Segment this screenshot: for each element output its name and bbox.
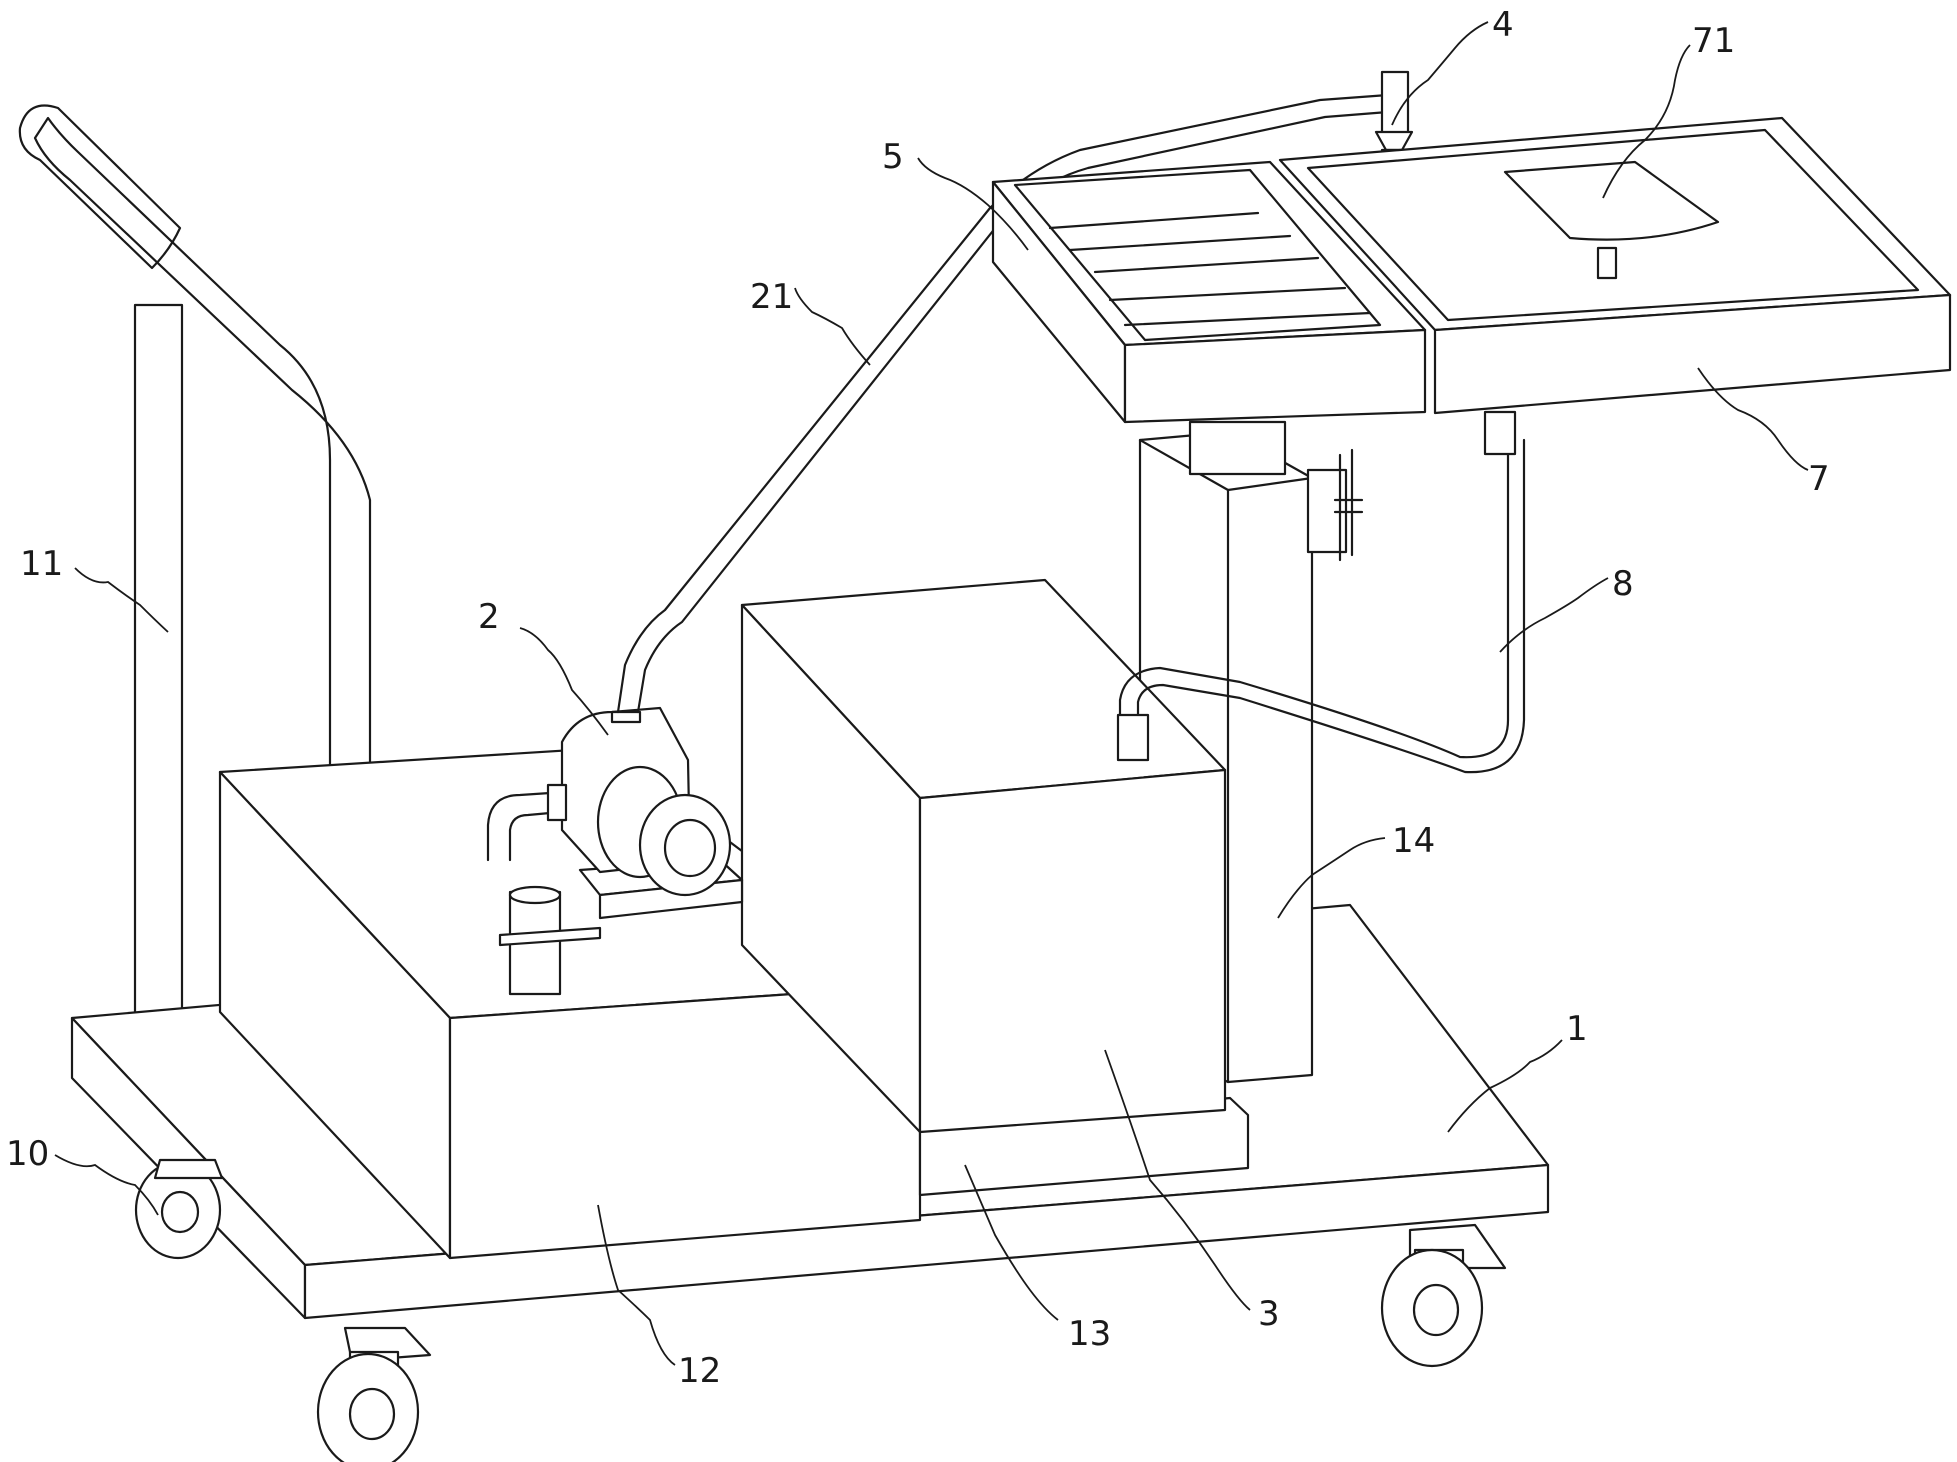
label-8-text: 8 [1612,564,1634,604]
label-11: 11 [20,544,169,633]
caster-front-right [316,1326,432,1462]
label-12: 12 [597,1204,721,1391]
label-71: 71 [1602,21,1735,199]
label-10: 10 [6,1134,159,1216]
label-2: 2 [478,597,609,736]
return-pipe [1116,410,1526,774]
label-12-text: 12 [678,1351,721,1391]
label-5: 5 [882,137,1029,251]
tray [1278,116,1952,415]
label-4-text: 4 [1492,5,1514,45]
label-7: 7 [1697,367,1830,499]
label-2-text: 2 [478,597,500,637]
label-3: 3 [1104,1049,1280,1334]
label-10-text: 10 [6,1134,49,1174]
caster-back-right [1380,1223,1507,1368]
label-7-text: 7 [1808,459,1830,499]
label-21-text: 21 [750,277,793,317]
label-11-text: 11 [20,544,63,584]
label-13-text: 13 [1068,1314,1111,1354]
label-71-text: 71 [1692,21,1735,61]
label-5-text: 5 [882,137,904,177]
liquid-tank [740,578,1227,1134]
reagent-box [991,160,1427,476]
label-3-text: 3 [1258,1294,1280,1334]
water-tank [218,746,922,1260]
label-4: 4 [1391,5,1514,126]
label-21: 21 [750,277,871,366]
label-1: 1 [1447,1009,1588,1133]
label-14: 14 [1277,821,1435,919]
caster-front-left [134,1158,224,1260]
label-14-text: 14 [1392,821,1435,861]
label-1-text: 1 [1566,1009,1588,1049]
label-8: 8 [1499,564,1634,653]
label-13: 13 [964,1164,1111,1354]
pump [486,706,744,996]
